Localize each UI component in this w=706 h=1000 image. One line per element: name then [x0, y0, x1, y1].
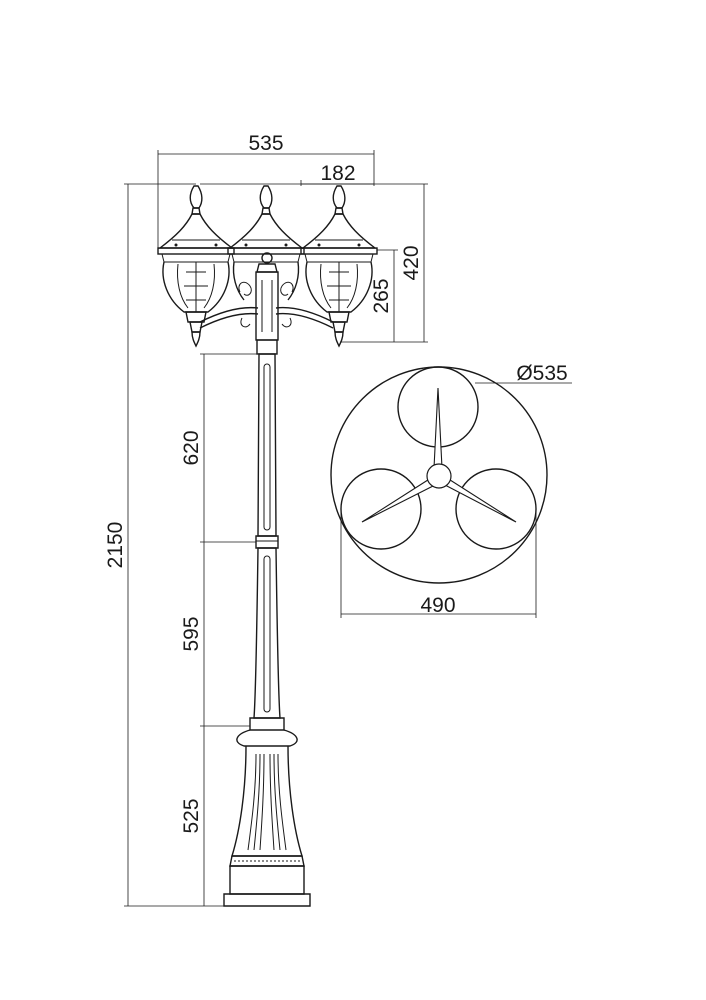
dim-middle-section: 595: [180, 616, 203, 651]
dim-base-section: 525: [180, 798, 203, 833]
dim-upper-section: 620: [180, 430, 203, 465]
dim-head-height: 420: [400, 245, 423, 280]
dim-total-height: 2150: [104, 522, 127, 569]
dimension-lines-elevation: [124, 150, 428, 907]
dim-lantern-width: 182: [320, 162, 355, 185]
lantern-right: [300, 185, 378, 348]
main-pole: [249, 339, 285, 731]
center-column: [255, 252, 279, 341]
dim-top-span: 490: [420, 594, 455, 617]
top-view-arm-up: [433, 387, 443, 469]
top-view-arm-right: [444, 477, 517, 523]
top-view-lantern-left: [340, 468, 422, 550]
pole-base: [223, 729, 311, 907]
top-view: Ø535 490: [330, 362, 572, 618]
lantern-arms: [199, 281, 334, 329]
top-view-arm-left: [361, 477, 436, 523]
side-elevation: 535 182 420 265 2150 620 595 525: [104, 132, 428, 907]
dim-overall-width: 535: [248, 132, 283, 155]
lantern-left: [157, 185, 235, 348]
dim-lantern-height: 265: [370, 278, 393, 313]
dim-top-diameter: Ø535: [516, 362, 567, 385]
top-view-hub: [426, 463, 452, 489]
lantern-center: [227, 185, 305, 301]
